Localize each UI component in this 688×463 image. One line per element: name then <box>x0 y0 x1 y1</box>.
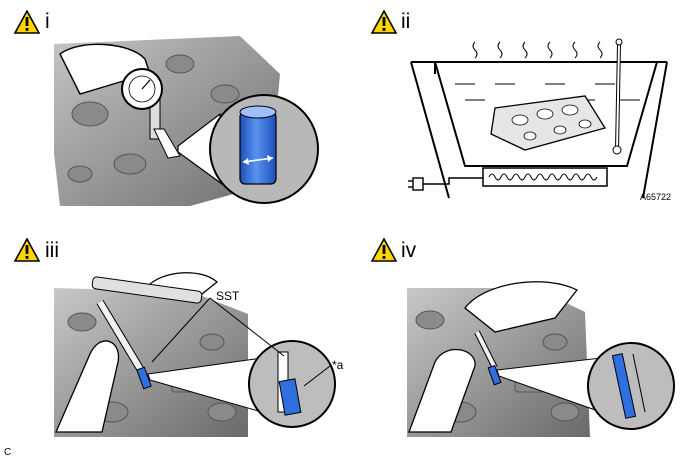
valve-guide-blue <box>239 111 277 185</box>
plug-icon <box>412 177 424 191</box>
hand-lower <box>55 340 120 433</box>
power-cord <box>421 177 483 185</box>
label-sst: SST <box>216 289 240 303</box>
figure-code: A65722 <box>640 192 672 202</box>
illustration-ii <box>408 38 668 199</box>
panel-title-2: ii <box>401 10 411 33</box>
label-a: *a <box>332 358 344 372</box>
warning-triangle-icon <box>371 238 397 262</box>
zoom-circle <box>587 342 675 430</box>
panel-title-4: iv <box>401 239 417 262</box>
hand-upper <box>464 281 579 333</box>
warning-triangle-icon <box>14 10 40 34</box>
valve-guide-blue <box>611 353 637 419</box>
valve-guide-blue <box>278 378 302 416</box>
hand-lower <box>408 348 476 433</box>
steam-icon <box>472 41 603 59</box>
panel-title-3: iii <box>45 239 59 262</box>
warning-triangle-icon <box>371 10 397 34</box>
illustration-i <box>54 36 319 206</box>
hammer-handle <box>91 276 203 304</box>
illustration-iii <box>54 272 336 437</box>
panel-title-1: i <box>45 10 50 33</box>
warning-triangle-icon <box>14 238 40 262</box>
heater-coil <box>482 167 608 187</box>
corner-code: C <box>4 447 12 458</box>
guide-blue-small <box>136 366 152 390</box>
illustration-iv <box>407 281 675 437</box>
